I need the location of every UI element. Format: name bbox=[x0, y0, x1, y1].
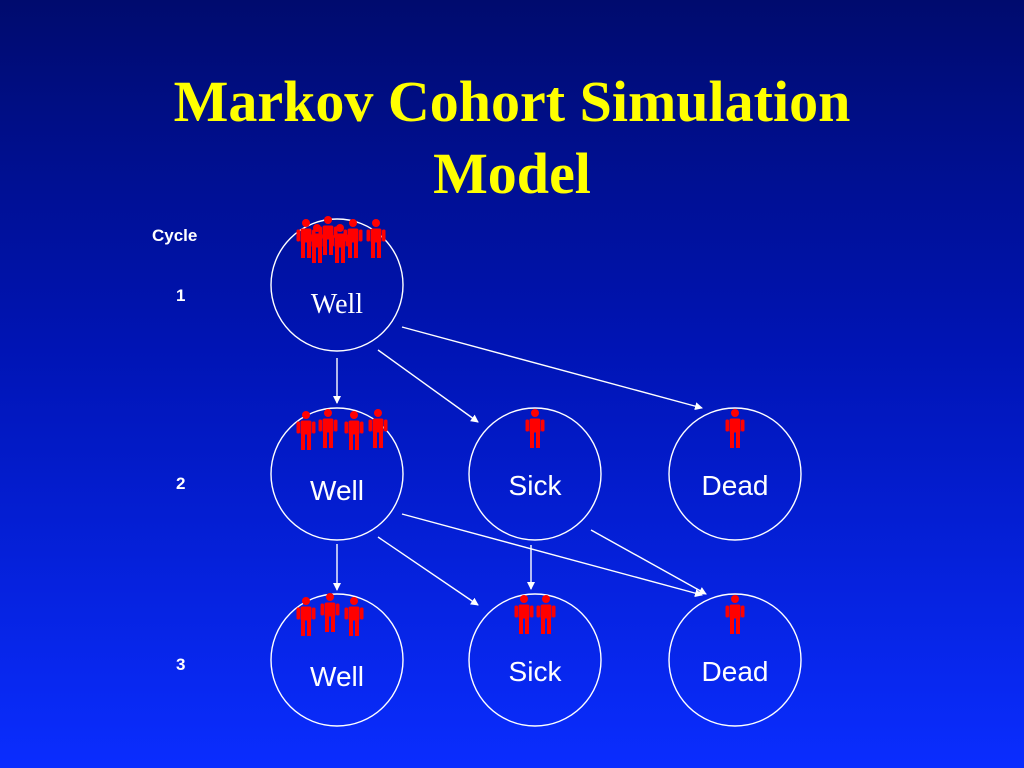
transition-arrow-c1-well-to-c2-sick bbox=[377, 349, 479, 423]
cycle-label-1: 1 bbox=[176, 286, 186, 305]
state-label: Dead bbox=[702, 656, 769, 687]
person-icon bbox=[318, 409, 338, 448]
state-node-c3-dead: Dead bbox=[668, 593, 802, 727]
state-node-c1-well: Well bbox=[270, 216, 404, 352]
state-node-c2-sick: Sick bbox=[468, 407, 602, 541]
transition-arrow-c2-well-to-c3-sick bbox=[377, 536, 479, 606]
state-label: Well bbox=[310, 661, 364, 692]
state-label: Sick bbox=[509, 470, 563, 501]
person-icon bbox=[514, 595, 534, 634]
person-icon bbox=[725, 409, 745, 448]
transitions bbox=[333, 326, 707, 606]
person-icon bbox=[320, 593, 340, 632]
slide-title: Markov Cohort Simulation Model bbox=[0, 66, 1024, 210]
state-label: Sick bbox=[509, 656, 563, 687]
person-icon bbox=[368, 409, 388, 448]
state-label: Well bbox=[310, 475, 364, 506]
state-circle bbox=[270, 218, 404, 352]
state-circle bbox=[468, 407, 602, 541]
title-line-1: Markov Cohort Simulation bbox=[173, 69, 851, 134]
person-icon bbox=[366, 219, 386, 258]
person-icon bbox=[296, 411, 316, 450]
person-icon bbox=[525, 409, 545, 448]
state-circle bbox=[270, 407, 404, 541]
title-line-2: Model bbox=[433, 141, 591, 206]
person-icon bbox=[296, 597, 316, 636]
person-icon bbox=[344, 597, 364, 636]
state-node-c3-sick: Sick bbox=[468, 593, 602, 727]
state-label: Well bbox=[311, 289, 363, 320]
state-circle bbox=[270, 593, 404, 727]
person-icon bbox=[343, 219, 363, 258]
cycle-label-3: 3 bbox=[176, 655, 186, 674]
state-circle bbox=[668, 593, 802, 727]
state-circle bbox=[668, 407, 802, 541]
transition-arrow-c1-well-to-c2-dead bbox=[401, 326, 703, 411]
state-label: Dead bbox=[702, 470, 769, 501]
state-node-c2-dead: Dead bbox=[668, 407, 802, 541]
cycle-label-2: 2 bbox=[176, 474, 186, 493]
person-icon bbox=[725, 595, 745, 634]
state-node-c2-well: Well bbox=[270, 407, 404, 541]
transition-arrow-c2-sick-to-c3-dead bbox=[590, 529, 707, 595]
cycle-header: Cycle bbox=[152, 226, 198, 245]
person-icon bbox=[536, 595, 556, 634]
state-circle bbox=[468, 593, 602, 727]
transition-arrow-c2-well-to-c3-dead bbox=[401, 513, 703, 598]
state-node-c3-well: Well bbox=[270, 593, 404, 727]
person-icon bbox=[344, 411, 364, 450]
